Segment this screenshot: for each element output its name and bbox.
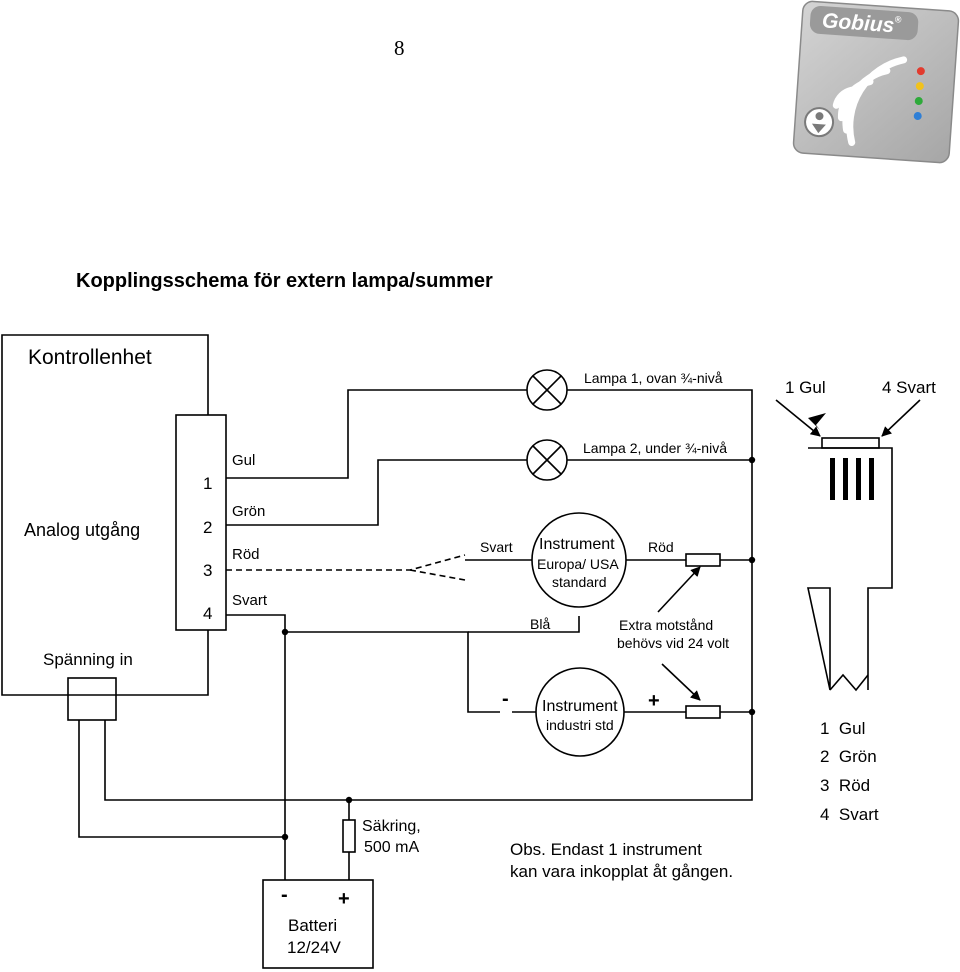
legend-color: Svart: [838, 805, 879, 824]
legend-num: 2: [820, 747, 830, 766]
control-unit-box: [1, 334, 209, 696]
power-in-label: Spänning in: [43, 650, 133, 669]
brand-name: Gobius: [821, 9, 896, 38]
resistor-note-line2: behövs vid 24 volt: [617, 635, 730, 651]
lamp-1: [526, 369, 568, 411]
power-in-connector: [67, 677, 117, 721]
wire-label-rod: Röd: [232, 546, 260, 563]
wire-label-gul: Gul: [232, 452, 256, 469]
resistor-note-line1: Extra motstånd: [619, 617, 714, 633]
wire-label-gron: Grön: [232, 503, 266, 520]
legend-num: 4: [820, 805, 830, 824]
lamp-2: [526, 439, 568, 481]
junction-dots: [281, 456, 756, 841]
connector-top-right-label: 4 Svart: [882, 378, 936, 397]
instrument-ind-plus: +: [648, 690, 660, 712]
instrument-eu-svart-label: Svart: [480, 539, 513, 555]
battery-box: [262, 879, 374, 969]
legend-num: 3: [820, 776, 830, 795]
connector-latch: [821, 437, 880, 449]
legend-color: Grön: [838, 747, 877, 766]
legend-color: Röd: [838, 776, 871, 795]
fuse: [342, 819, 356, 853]
terminal-3: 3: [203, 561, 213, 580]
analog-output-label: Analog utgång: [24, 520, 141, 540]
resistor-eu: [685, 553, 721, 567]
page-title: Kopplingsschema för extern lampa/summer: [76, 270, 493, 292]
instrument-ind-line2: industri std: [546, 717, 614, 733]
control-unit-label: Kontrollenhet: [28, 346, 152, 369]
connector-pins: [830, 458, 874, 500]
registered-mark: ®: [894, 14, 902, 25]
fuse-label-line1: Säkring,: [362, 818, 421, 835]
legend-num: 1: [820, 719, 830, 738]
instrument-eu-line3: standard: [552, 574, 607, 590]
terminal-block: [175, 414, 227, 631]
note-line2: kan vara inkopplat åt gången.: [510, 862, 734, 881]
gobius-device-logo: [792, 0, 960, 164]
page-number: 8: [394, 36, 405, 60]
battery-label-line1: Batteri: [288, 916, 338, 935]
instrument-eu-circle: [531, 512, 627, 608]
note-line1: Obs. Endast 1 instrument: [510, 840, 702, 859]
wire-label-svart: Svart: [232, 592, 268, 609]
instrument-eu-line2: Europa/ USA: [537, 556, 619, 572]
fuse-label-line2: 500 mA: [364, 839, 420, 856]
instrument-eu-bla-label: Blå: [530, 616, 551, 632]
legend-item-1: 1 Gul: [820, 719, 865, 739]
instrument-ind-minus: -: [502, 688, 509, 710]
instrument-industry-circle: [535, 667, 625, 757]
connector-top-left-label: 1 Gul: [785, 378, 826, 397]
battery-label-line2: 12/24V: [287, 938, 341, 957]
lamp-1-label: Lampa 1, ovan ¾-nivå: [584, 370, 723, 386]
battery-plus: +: [338, 888, 350, 910]
lamp-2-label: Lampa 2, under ¾-nivå: [583, 440, 727, 456]
instrument-eu-title: Instrument: [539, 536, 615, 553]
legend-item-4: 4 Svart: [820, 805, 879, 825]
legend-item-2: 2 Grön: [820, 747, 877, 767]
battery-minus: -: [281, 884, 288, 906]
instrument-eu-rod-label: Röd: [648, 539, 674, 555]
terminal-1: 1: [203, 474, 213, 493]
terminal-4: 4: [203, 604, 213, 623]
legend-item-3: 3 Röd: [820, 776, 870, 796]
terminal-2: 2: [203, 518, 213, 537]
instrument-ind-title: Instrument: [542, 698, 618, 715]
resistor-industry: [685, 705, 721, 719]
legend-color: Gul: [838, 719, 866, 738]
